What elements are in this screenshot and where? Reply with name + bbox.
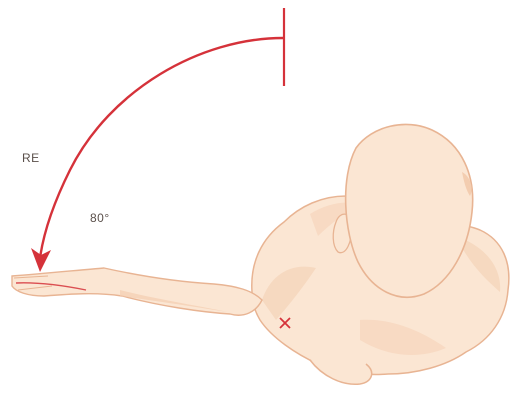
angle-label: 80° xyxy=(90,211,110,225)
rotation-arc xyxy=(40,38,283,258)
arm xyxy=(12,268,262,315)
motion-label: RE xyxy=(22,151,40,165)
rotation-arrow xyxy=(16,8,284,290)
